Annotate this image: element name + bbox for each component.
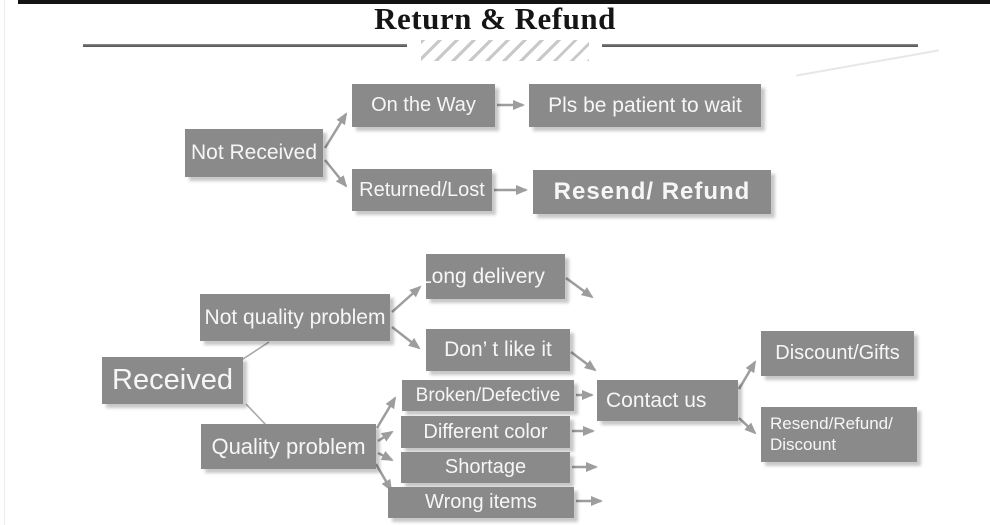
left-edge-hairline (4, 0, 5, 525)
node-received-label: Received (112, 364, 233, 396)
node-pls-be-patient-label: Pls be patient to wait (548, 93, 742, 117)
node-not-quality-problem: Not quality problem (200, 294, 390, 341)
node-resend-refund: Resend/ Refund (533, 170, 771, 214)
node-resend-refund-discount-line2: Discount (770, 434, 837, 454)
node-shortage: Shortage (401, 452, 570, 483)
node-quality-problem: Quality problem (201, 424, 376, 469)
node-resend-refund-discount: Resend/Refund/ Discount (761, 407, 917, 462)
title-hatch-marks (421, 40, 589, 61)
node-contact-us-label: Contact us (606, 388, 707, 412)
node-dont-like-it-label: Don’ t like it (444, 338, 552, 361)
node-wrong-items: Wrong items (388, 487, 574, 518)
node-on-the-way: On the Way (352, 84, 495, 127)
node-returned-lost: Returned/Lost (352, 169, 492, 211)
node-wrong-items-label: Wrong items (425, 491, 537, 513)
page-title: Return & Refund (374, 1, 616, 36)
node-pls-be-patient: Pls be patient to wait (529, 84, 761, 127)
node-broken-defective-label: Broken/Defective (415, 384, 561, 406)
faint-watermark-streak (795, 49, 940, 77)
node-contact-us: Contact us (597, 380, 738, 421)
top-border-bar (18, 0, 990, 4)
node-long-delivery: Long delivery (426, 254, 565, 299)
node-long-delivery-label: Long delivery (426, 264, 545, 288)
node-resend-refund-label: Resend/ Refund (553, 178, 751, 205)
node-discount-gifts-label: Discount/Gifts (775, 342, 900, 364)
node-shortage-label: Shortage (444, 456, 527, 478)
node-quality-problem-label: Quality problem (211, 433, 366, 459)
node-received: Received (102, 357, 243, 404)
title-rule-left (83, 44, 407, 47)
title-rule-right (602, 44, 918, 47)
node-different-color: Different color (401, 416, 570, 448)
node-not-received: Not Received (185, 129, 323, 177)
node-not-received-label: Not Received (190, 141, 318, 164)
node-resend-refund-discount-line1: Resend/Refund/ (770, 414, 893, 434)
node-dont-like-it: Don’ t like it (426, 329, 570, 371)
node-different-color-label: Different color (423, 420, 548, 443)
node-on-the-way-label: On the Way (371, 94, 476, 116)
node-not-quality-problem-label: Not quality problem (204, 305, 386, 329)
node-broken-defective: Broken/Defective (402, 380, 574, 411)
node-discount-gifts: Discount/Gifts (761, 331, 914, 376)
node-returned-lost-label: Returned/Lost (359, 178, 485, 201)
